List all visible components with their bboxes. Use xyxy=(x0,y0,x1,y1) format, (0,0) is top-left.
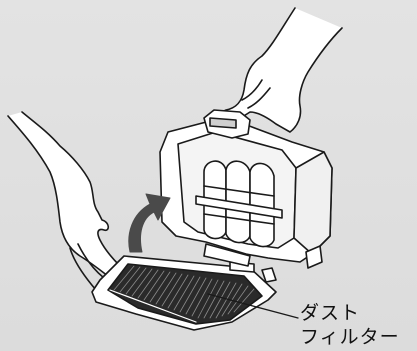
dust-filter-label-line1: ダスト xyxy=(300,302,360,324)
cyclone-rollers xyxy=(196,161,282,246)
dust-filter-label-line2: フィルター xyxy=(300,326,400,348)
left-hand-icon xyxy=(8,112,120,276)
